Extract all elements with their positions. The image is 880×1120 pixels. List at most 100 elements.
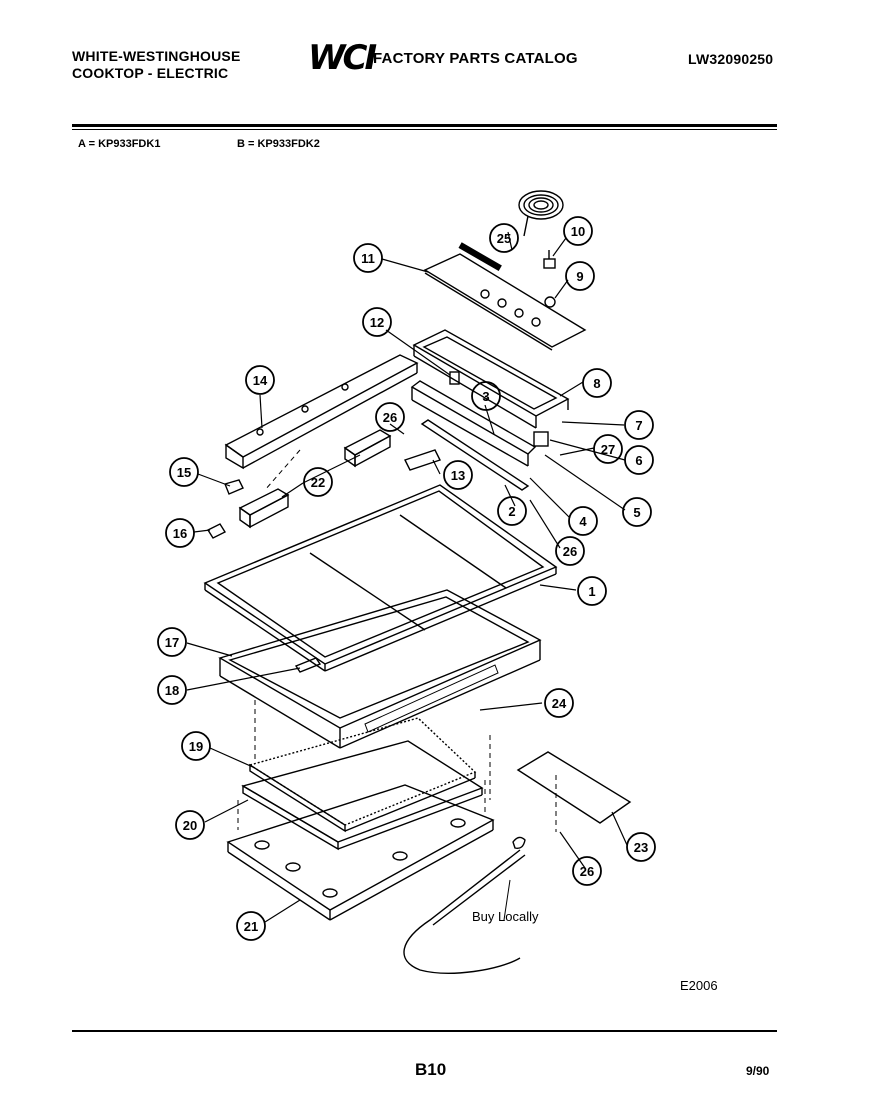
model-b: B = KP933FDK2	[237, 138, 320, 150]
callout-14: 14	[245, 365, 275, 395]
svg-text:26: 26	[383, 410, 397, 425]
svg-text:16: 16	[173, 526, 187, 541]
callouts: 1 2 3 4 5 6 7 8 9 10 11 12 13 14 15 16 1…	[157, 216, 656, 941]
buy-locally-note: Buy Locally	[472, 909, 539, 924]
header-rule-top	[72, 124, 777, 127]
callout-23: 23	[626, 832, 656, 862]
trim-strip	[420, 419, 530, 491]
svg-text:17: 17	[165, 635, 179, 650]
svg-text:10: 10	[571, 224, 585, 239]
svg-text:24: 24	[552, 696, 567, 711]
callout-13: 13	[443, 460, 473, 490]
infinite-switch	[343, 429, 392, 468]
svg-text:26: 26	[580, 864, 594, 879]
callout-21: 21	[236, 911, 266, 941]
callout-9: 9	[565, 261, 595, 291]
svg-text:14: 14	[253, 373, 268, 388]
callout-22: 22	[303, 467, 333, 497]
rear-rail	[224, 354, 419, 470]
terminal	[404, 449, 441, 471]
glass-cooktop-frame	[203, 484, 558, 672]
callout-27: 27	[593, 434, 623, 464]
svg-text:18: 18	[165, 683, 179, 698]
callout-3: 3	[471, 381, 501, 411]
nut	[544, 296, 556, 308]
catalog-number: LW32090250	[688, 51, 774, 67]
figure-code: E2006	[680, 978, 718, 993]
cooktop-body	[218, 589, 542, 749]
bottom-panel	[226, 784, 495, 921]
access-cover	[516, 751, 632, 824]
leader-lines	[186, 231, 628, 923]
callout-26: 26	[375, 402, 405, 432]
clip	[206, 523, 227, 539]
svg-text:13: 13	[451, 468, 465, 483]
callout-25: 25	[489, 223, 519, 253]
callout-17: 17	[157, 627, 187, 657]
callout-2: 2	[497, 496, 527, 526]
indicator-light	[449, 371, 460, 385]
catalog-date: 9/90	[746, 1064, 770, 1078]
control-housing	[412, 329, 570, 429]
element-pan	[241, 740, 484, 851]
svg-text:23: 23	[634, 840, 648, 855]
brand-line-1: WHITE-WESTINGHOUSE	[72, 48, 241, 64]
clip	[224, 479, 244, 495]
callout-10: 10	[563, 216, 593, 246]
svg-text:1: 1	[588, 584, 595, 599]
svg-text:15: 15	[177, 465, 191, 480]
callout-1: 1	[577, 576, 607, 606]
callout-19: 19	[181, 731, 211, 761]
svg-text:2: 2	[508, 504, 515, 519]
svg-text:27: 27	[601, 442, 615, 457]
callout-26: 26	[572, 856, 602, 886]
insulation-pad	[248, 717, 477, 833]
svg-text:21: 21	[244, 919, 258, 934]
knob	[543, 250, 556, 269]
model-a: A = KP933FDK1	[78, 138, 161, 150]
callout-18: 18	[157, 675, 187, 705]
header-rule-bottom	[72, 129, 777, 130]
svg-text:25: 25	[497, 231, 511, 246]
callout-6: 6	[624, 445, 654, 475]
svg-text:26: 26	[563, 544, 577, 559]
svg-text:8: 8	[593, 376, 600, 391]
wci-logo: WCI	[308, 38, 377, 78]
power-cord	[403, 836, 526, 974]
svg-text:11: 11	[361, 251, 375, 266]
callout-26: 26	[555, 536, 585, 566]
svg-text:7: 7	[635, 418, 642, 433]
control-panel-top	[423, 242, 587, 351]
catalog-title: FACTORY PARTS CATALOG	[373, 50, 578, 67]
svg-text:22: 22	[311, 475, 325, 490]
svg-text:12: 12	[370, 315, 384, 330]
svg-text:3: 3	[482, 389, 489, 404]
callout-4: 4	[568, 506, 598, 536]
callout-16: 16	[165, 518, 195, 548]
callout-5: 5	[622, 497, 652, 527]
brand-block: WHITE-WESTINGHOUSE COOKTOP - ELECTRIC	[72, 48, 240, 82]
svg-text:4: 4	[579, 514, 587, 529]
svg-text:20: 20	[183, 818, 197, 833]
surface-element-coil	[518, 190, 564, 237]
svg-text:9: 9	[576, 269, 583, 284]
infinite-switch	[238, 488, 290, 529]
terminal-block	[533, 431, 549, 447]
svg-text:19: 19	[189, 739, 203, 754]
callout-11: 11	[353, 243, 383, 273]
bracket-strip	[410, 380, 537, 467]
page-number: B10	[415, 1060, 447, 1079]
spring-clip	[294, 657, 322, 673]
brand-line-2: COOKTOP - ELECTRIC	[72, 65, 229, 81]
svg-text:6: 6	[635, 453, 642, 468]
callout-7: 7	[624, 410, 654, 440]
footer-rule	[72, 1030, 777, 1032]
callout-8: 8	[582, 368, 612, 398]
callout-15: 15	[169, 457, 199, 487]
callout-12: 12	[362, 307, 392, 337]
callout-24: 24	[544, 688, 574, 718]
svg-text:5: 5	[633, 505, 640, 520]
hairline	[503, 879, 511, 921]
callout-20: 20	[175, 810, 205, 840]
